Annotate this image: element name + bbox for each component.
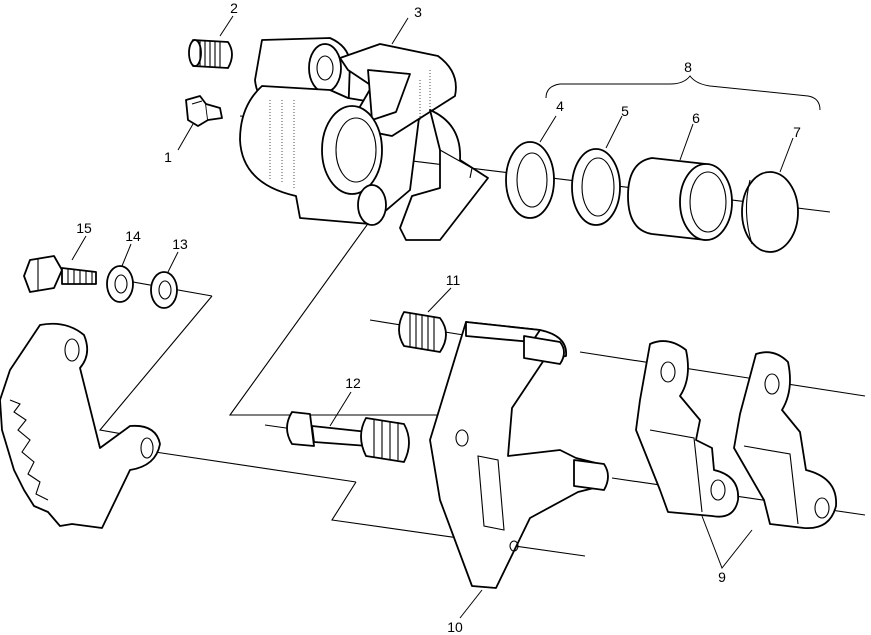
part-9-brake-pads: [635, 340, 837, 529]
callout-1: 1: [164, 149, 172, 165]
part-14-lock-washer: [106, 265, 134, 303]
callout-6: 6: [692, 110, 700, 126]
leader-lines: [71, 15, 821, 619]
part-13-washer: [150, 271, 178, 309]
callout-labels: 1 2 3 4 5 6 7 8 9 10 11 12 13 14 15: [76, 0, 801, 635]
callout-5: 5: [621, 103, 629, 119]
part-12-slide-pin: [286, 411, 410, 463]
callout-9: 9: [718, 569, 726, 585]
callout-4: 4: [556, 98, 564, 114]
part-2-bleeder-plug: [188, 39, 233, 69]
callout-2: 2: [230, 0, 238, 16]
mounting-knuckle: [0, 322, 161, 529]
callout-14: 14: [125, 228, 141, 244]
part-3-caliper-housing: [239, 37, 489, 241]
callout-12: 12: [345, 375, 361, 391]
part-7-cap: [741, 171, 799, 253]
callout-13: 13: [172, 236, 188, 252]
part-6-piston: [627, 157, 733, 241]
callout-7: 7: [793, 124, 801, 140]
callout-3: 3: [414, 4, 422, 20]
part-11-bushing: [398, 311, 447, 353]
callout-15: 15: [76, 220, 92, 236]
part-15-bolt: [23, 255, 97, 293]
part-1-bleed-valve: [185, 95, 223, 127]
part-4-seal: [505, 141, 555, 219]
callout-10: 10: [447, 619, 463, 635]
part-5-dust-seal: [571, 148, 621, 226]
callout-8: 8: [684, 59, 692, 75]
part-10-bracket: [429, 321, 609, 589]
callout-11: 11: [446, 272, 461, 288]
